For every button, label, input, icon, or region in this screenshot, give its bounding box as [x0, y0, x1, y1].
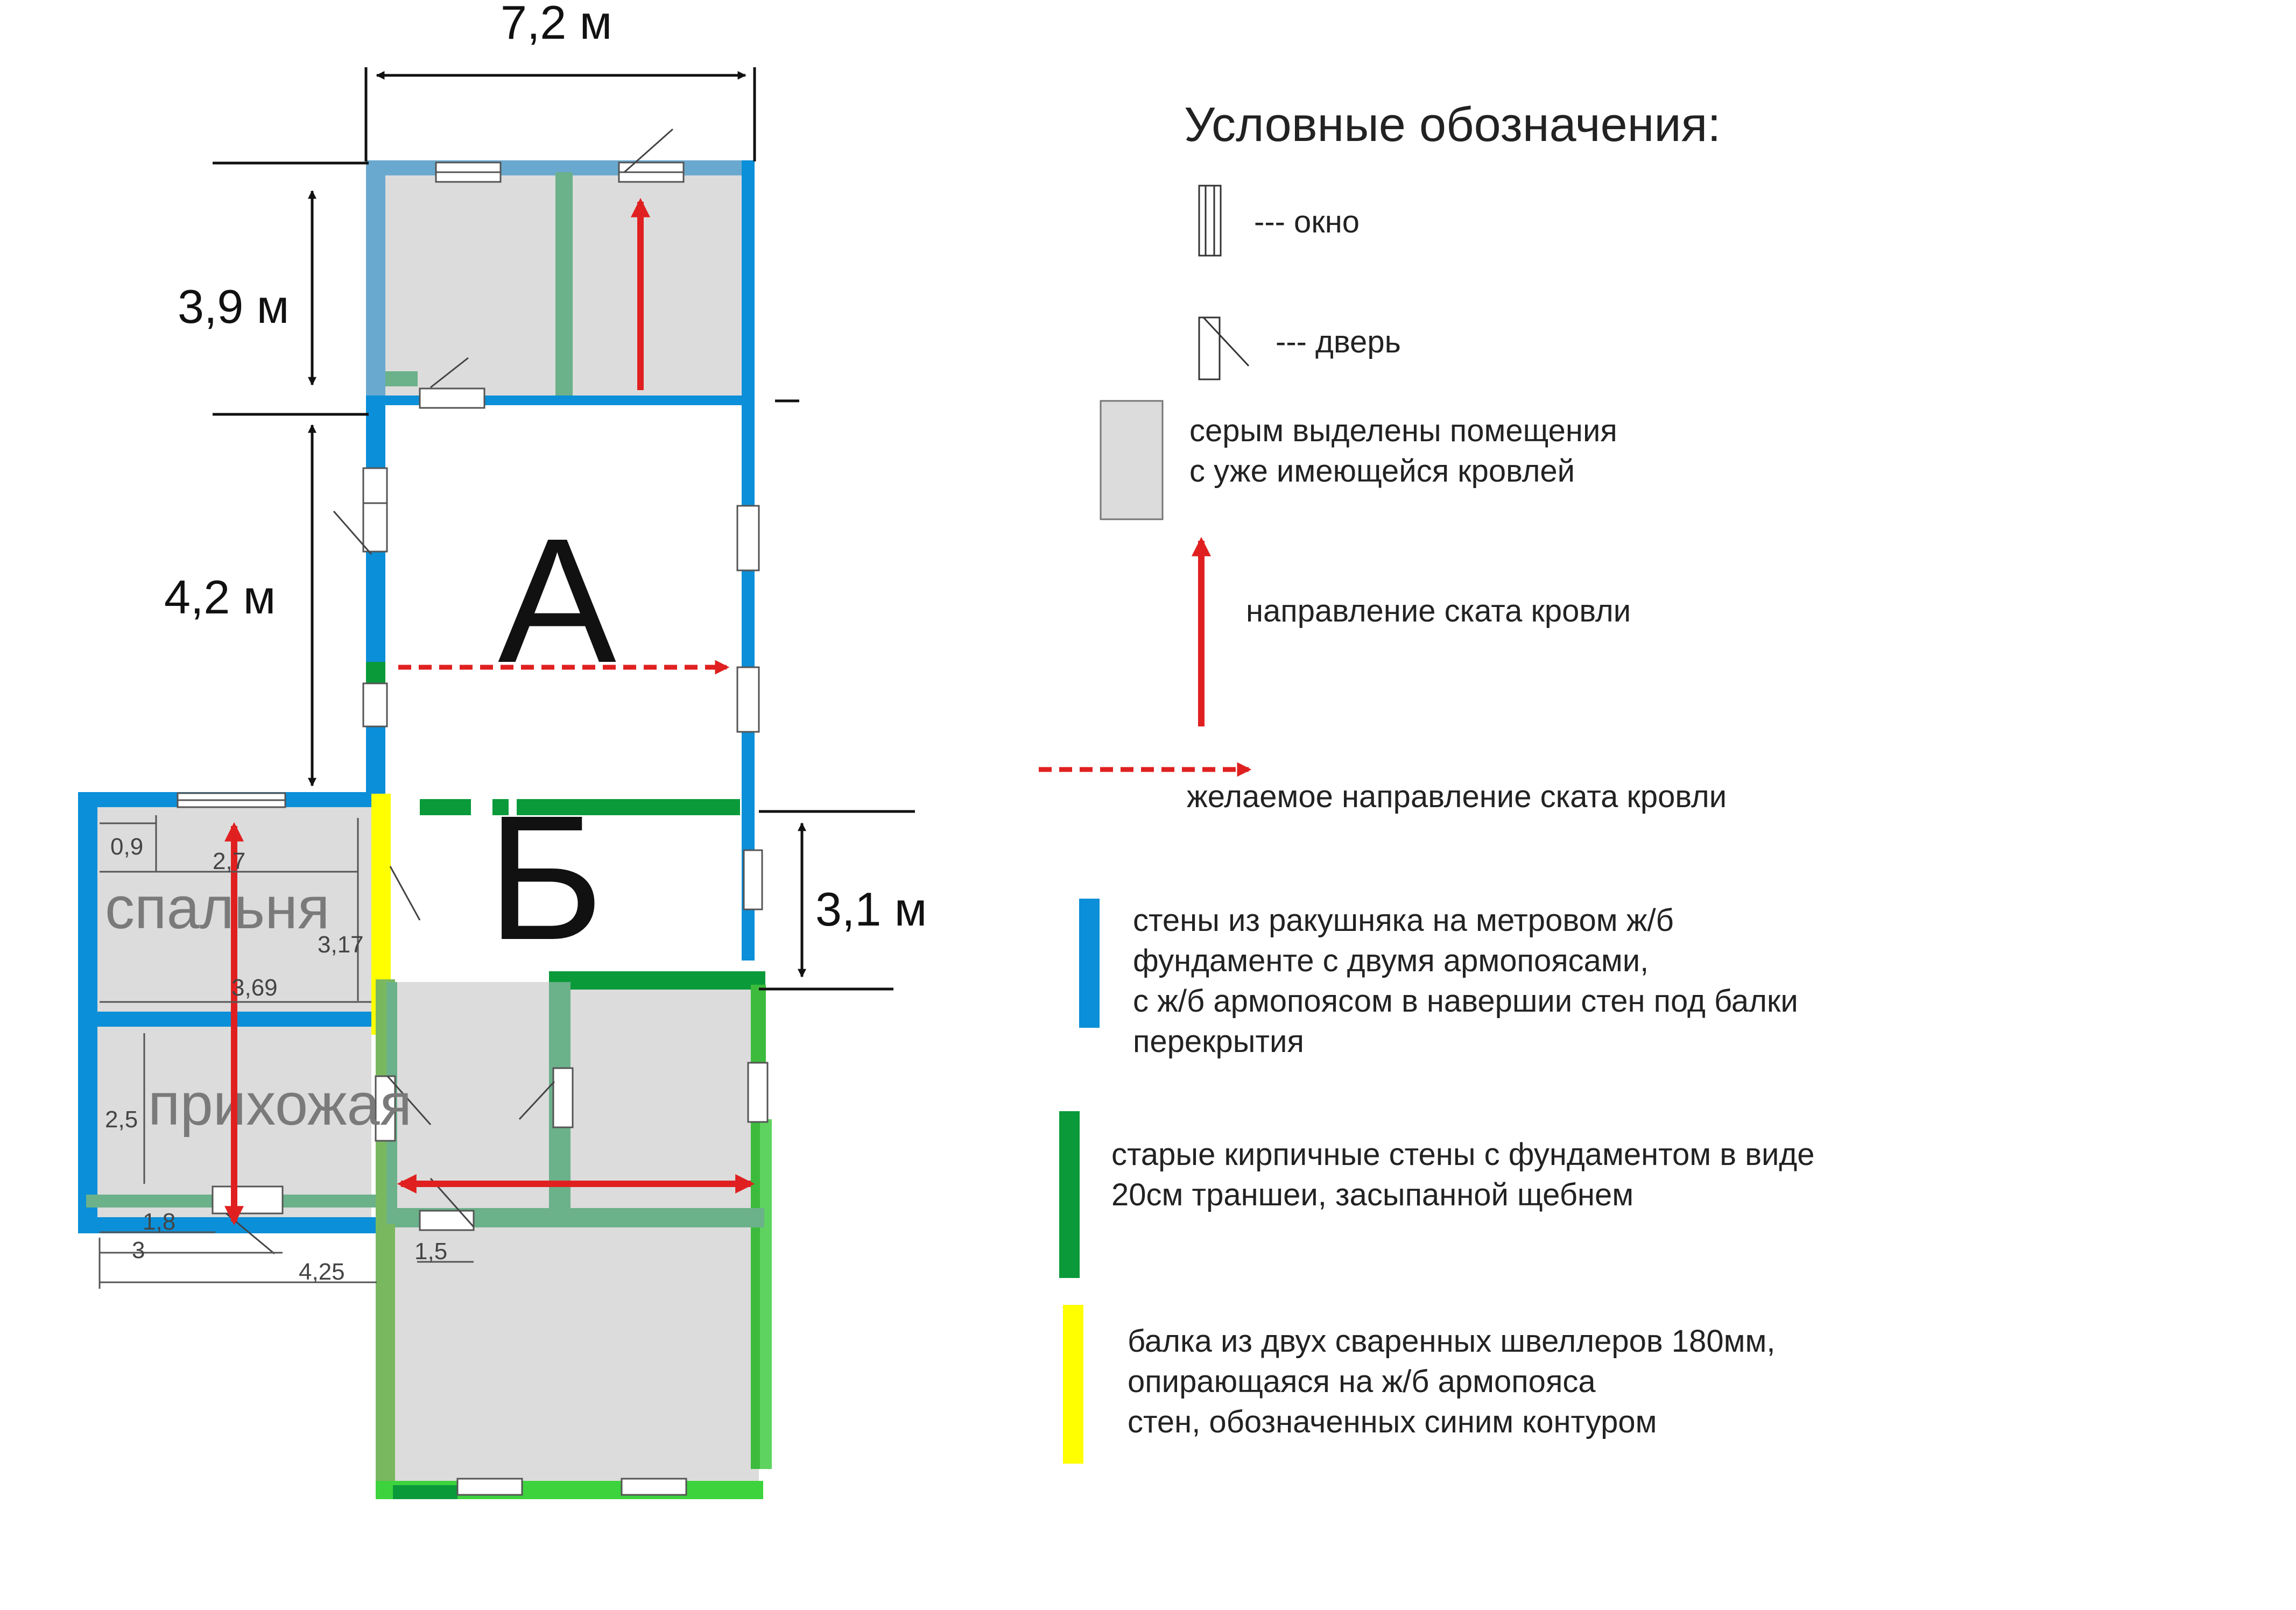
legend-blue-line3: с ж/б армопоясом в навершии стен под бал… — [1133, 984, 1798, 1019]
door-icon — [518, 1081, 555, 1120]
window-icon — [375, 1075, 396, 1142]
windows — [177, 161, 769, 1496]
dim-2-5: 2,5 — [105, 1106, 138, 1133]
legend-door-icon — [1198, 316, 1250, 380]
legend-blue-line1: стены из ракушняка на метровом ж/б — [1133, 903, 1674, 938]
dim-1-5: 1,5 — [414, 1238, 447, 1265]
lower-wall-top — [549, 971, 765, 990]
legend-blue-swatch — [1079, 899, 1100, 1028]
legend: Условные обозначения: --- окно --- дверь… — [1039, 98, 1815, 1464]
window-icon — [212, 1185, 284, 1214]
ab-wall-seg3 — [517, 799, 740, 815]
legend-slope-label: направление ската кровли — [1246, 594, 1631, 629]
top-room-wall-bottom-stub — [385, 371, 418, 386]
room-a-wall-left — [366, 396, 385, 802]
room-a-label: А — [498, 501, 617, 700]
hallway-label: прихожая — [148, 1071, 412, 1138]
lower-room-right-fill — [566, 982, 763, 1208]
window-icon — [736, 505, 760, 571]
lower-big-room-fill — [393, 1221, 759, 1488]
slope-arrows — [224, 197, 755, 1226]
legend-gray-line2: с уже имеющейся кровлей — [1189, 454, 1575, 489]
door-icon — [333, 511, 372, 555]
legend-blue-line2: фундаменте с двумя армопоясами, — [1133, 943, 1649, 978]
window-icon — [621, 1478, 687, 1496]
legend-door-label: --- дверь — [1276, 324, 1401, 359]
window-icon — [456, 1478, 523, 1496]
dim-0-9: 0,9 — [110, 834, 143, 860]
ab-wall-seg2 — [492, 799, 509, 815]
door-icon — [430, 357, 469, 389]
dim-3-17: 3,17 — [318, 931, 364, 958]
door-icon — [386, 1076, 432, 1125]
hallway-wall-bottom-blue — [78, 1217, 377, 1233]
window-icon — [419, 387, 485, 409]
legend-yellow-swatch — [1063, 1305, 1083, 1464]
window-icon — [362, 682, 388, 728]
legend-window-label: --- окно — [1254, 204, 1360, 239]
legend-window-icon — [1198, 185, 1222, 257]
dim-2-7: 2,7 — [213, 848, 245, 874]
dim-3: 3 — [132, 1237, 145, 1263]
top-room-wall-left — [366, 160, 385, 397]
dim-top-room-height: 3,9 м — [178, 280, 289, 333]
window-icon — [419, 1210, 475, 1231]
dim-total-width: 7,2 м — [501, 0, 612, 49]
legend-gray-line1: серым выделены помещения — [1189, 413, 1617, 448]
legend-yellow-line3: стен, обозначенных синим контуром — [1128, 1404, 1657, 1439]
door-icon — [624, 128, 673, 173]
dim-1-8: 1,8 — [143, 1209, 175, 1235]
doors — [226, 128, 673, 1255]
legend-title: Условные обозначения: — [1184, 98, 1721, 152]
roofed-areas — [86, 172, 763, 1488]
legend-gray-swatch — [1100, 400, 1164, 520]
legend-green-swatch — [1059, 1111, 1080, 1278]
dimension-lines — [213, 67, 915, 991]
lower-wall-bottom-dark — [393, 1485, 457, 1499]
window-icon — [362, 502, 388, 553]
top-room-partition — [555, 172, 573, 398]
dim-3-69: 3,69 — [231, 975, 278, 1001]
legend-yellow-line1: балка из двух сваренных швеллеров 180мм, — [1128, 1324, 1775, 1359]
dim-room-b-height: 3,1 м — [815, 882, 927, 936]
legend-green-line2: 20см траншеи, засыпанной щебнем — [1111, 1177, 1633, 1212]
dim-room-a-height: 4,2 м — [164, 570, 276, 624]
legend-green-line1: старые кирпичные стены с фундаментом в в… — [1111, 1137, 1815, 1172]
window-icon — [552, 1067, 574, 1128]
legend-yellow-line2: опирающаяся на ж/б армопояса — [1128, 1364, 1596, 1399]
window-icon — [743, 849, 763, 910]
top-room-wall-right — [742, 160, 755, 400]
legend-desired-slope-label: желаемое направление ската кровли — [1187, 779, 1727, 814]
window-icon — [736, 666, 760, 733]
small-dimension-lines — [98, 815, 474, 1289]
dim-4-25: 4,25 — [299, 1259, 345, 1285]
legend-blue-line4: перекрытия — [1133, 1024, 1304, 1059]
lower-wall-right-outer — [760, 1119, 772, 1469]
window-icon — [747, 1062, 769, 1123]
ab-wall-seg1 — [420, 799, 471, 815]
room-a-wall-left-green — [366, 662, 385, 686]
bedroom-label: спальня — [105, 875, 330, 941]
door-icon — [389, 866, 421, 921]
room-b-label: Б — [487, 778, 604, 977]
